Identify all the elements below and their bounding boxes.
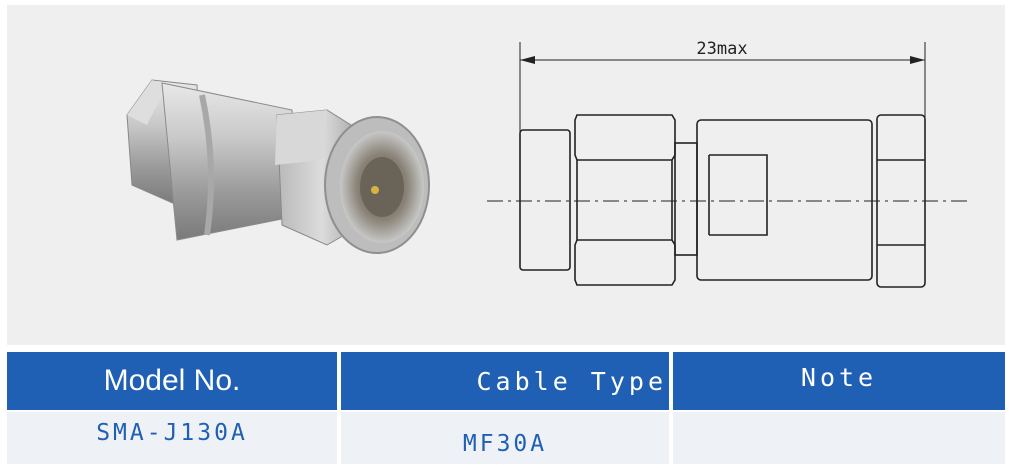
product-image-panel: 23max [7, 5, 1005, 345]
spec-table: Model No. Cable Type Note SMA-J130A MF30… [7, 352, 1005, 464]
cell-cable-type: MF30A [341, 412, 669, 464]
dimension-drawing: 23max [487, 39, 967, 288]
header-model-no: Model No. [7, 352, 337, 410]
dimension-label: 23max [696, 39, 747, 59]
header-cable-type: Cable Type [341, 352, 669, 410]
cell-note [673, 412, 1005, 464]
cell-model-no: SMA-J130A [7, 412, 337, 464]
connector-photo [126, 79, 430, 254]
header-note: Note [673, 352, 1005, 410]
